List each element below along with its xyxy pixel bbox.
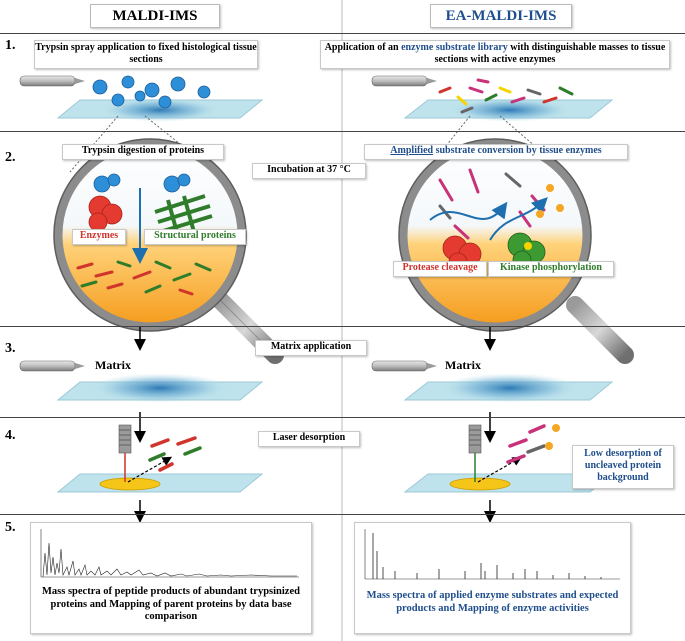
mass-spectrum-plot-right [364, 529, 620, 580]
header-ea-maldi-ims: EA-MALDI-IMS [430, 4, 572, 28]
step-number-1: 1. [5, 38, 16, 53]
magnifier-icon [53, 138, 284, 364]
mass-spectrum-plot-left [40, 529, 299, 578]
spray-nozzle-icon [371, 75, 437, 87]
step1-right-pre: Application of an [324, 42, 402, 53]
step2-center-text: Incubation at 37 °C [252, 163, 366, 179]
laser-icon [118, 424, 132, 454]
spray-nozzle-icon [371, 360, 437, 372]
step4-center-text: Laser desorption [258, 431, 360, 447]
step2-right-post: substrate conversion by tissue enzymes [433, 145, 602, 156]
step2-right-highlight: Amplified [390, 145, 434, 156]
label-enzymes: Enzymes [72, 229, 126, 245]
step-number-3: 3. [5, 341, 16, 356]
separator [0, 514, 685, 515]
label-matrix-right: Matrix [445, 358, 481, 372]
step3-center-text: Matrix application [255, 340, 367, 356]
step-number-4: 4. [5, 428, 16, 443]
sun-icon [536, 184, 564, 218]
label-protease-cleavage: Protease cleavage [393, 261, 487, 277]
label-matrix-left: Matrix [95, 358, 131, 372]
step-number-5: 5. [5, 520, 16, 535]
spray-nozzle-icon [19, 360, 85, 372]
label-low-desorption: Low desorption of uncleaved protein back… [572, 445, 674, 489]
step2-left-text: Trypsin digestion of proteins [62, 144, 224, 160]
step2-right-text: Amplified substrate conversion by tissue… [364, 144, 628, 160]
spectrum-panel-left: Mass spectra of peptide products of abun… [30, 522, 312, 634]
label-kinase-phosphorylation: Kinase phosphorylation [488, 261, 614, 277]
step5-left-text: Mass spectra of peptide products of abun… [42, 586, 300, 622]
spray-nozzle-icon [19, 75, 85, 87]
step-number-2: 2. [5, 150, 16, 165]
magnifier-icon [398, 138, 634, 364]
separator [0, 131, 685, 132]
step1-right-text: Application of an enzyme substrate libra… [320, 40, 670, 69]
step1-left-text: Trypsin spray application to fixed histo… [34, 40, 258, 69]
step1-right-post: with distinguishable masses to tissue se… [434, 42, 666, 65]
spectrum-panel-right: Mass spectra of applied enzyme substrate… [354, 522, 631, 634]
separator [0, 417, 685, 418]
laser-icon [468, 424, 482, 454]
sun-icon [545, 424, 560, 450]
header-maldi-ims: MALDI-IMS [90, 4, 220, 28]
step1-right-highlight: enzyme substrate library [401, 42, 508, 53]
step5-right-text: Mass spectra of applied enzyme substrate… [366, 590, 619, 614]
label-structural-proteins: Structural proteins [144, 229, 246, 245]
separator [0, 326, 685, 327]
separator [0, 33, 685, 34]
